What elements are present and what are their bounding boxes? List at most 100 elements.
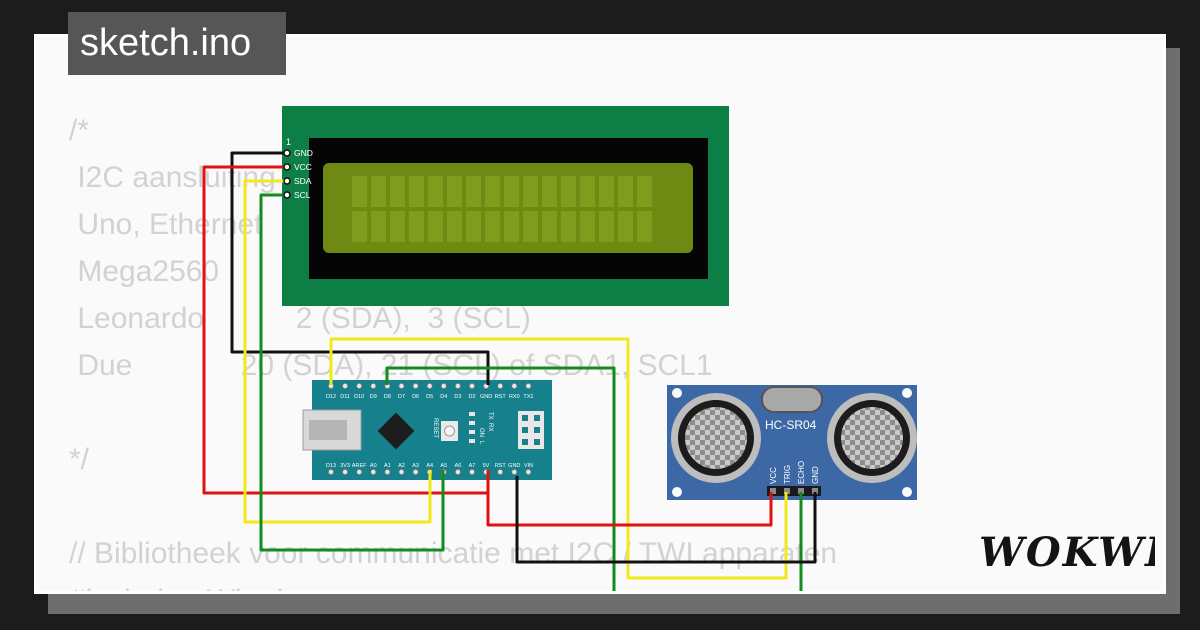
wires <box>202 151 817 620</box>
nano-pin-label: RST <box>495 394 507 400</box>
lcd-pin-label: SDA <box>294 176 312 186</box>
nano-pin[interactable] <box>356 382 363 389</box>
wire-sda-yellow[interactable] <box>243 179 432 524</box>
wire-echo-green[interactable] <box>385 366 616 620</box>
nano-pin[interactable] <box>356 468 363 475</box>
right-transducer <box>827 393 917 483</box>
microcontroller-chip <box>377 412 415 450</box>
nano-pin[interactable] <box>342 468 349 475</box>
sensor-pin-label: TRIG <box>783 465 792 484</box>
nano-pin-label: A6 <box>455 463 462 469</box>
wire-gnd-black-sensor[interactable] <box>515 476 817 564</box>
usb-port-inner <box>309 420 347 440</box>
icsp-header <box>518 411 544 449</box>
lcd-pin-index: 1 <box>286 137 291 147</box>
nano-pin-label: A7 <box>469 463 476 469</box>
nano-pin-label: D11 <box>340 394 350 400</box>
nano-pin[interactable] <box>384 468 391 475</box>
sensor-mount-holes <box>672 388 912 497</box>
nano-pin-label: D12 <box>326 394 336 400</box>
nano-leds <box>469 412 475 443</box>
reset-label: RESET <box>432 418 438 438</box>
nano-pin[interactable] <box>468 382 475 389</box>
nano-pin[interactable] <box>370 382 377 389</box>
code-line: Leonardo 2 (SDA), 3 (SCL) <box>69 302 531 335</box>
nano-pin[interactable] <box>468 468 475 475</box>
nano-pin-label: A3 <box>412 463 419 469</box>
file-tab[interactable]: sketch.ino <box>68 12 286 75</box>
nano-pin-label: A2 <box>398 463 405 469</box>
nano-pin-label: D6 <box>412 394 419 400</box>
nano-pin[interactable] <box>412 382 419 389</box>
nano-pin-label: RX0 <box>509 394 520 400</box>
sensor-pin-labels: VCC TRIG ECHO GND <box>769 461 820 484</box>
crystal-oscillator <box>761 386 823 413</box>
nano-pin-label: D2 <box>468 394 475 400</box>
nano-pin-label: D4 <box>440 394 447 400</box>
nano-pin[interactable] <box>342 382 349 389</box>
nano-pin-label: D8 <box>384 394 391 400</box>
nano-pin-label: 3V3 <box>340 463 350 469</box>
nano-pin[interactable] <box>398 468 405 475</box>
led-label: RX <box>487 423 493 431</box>
nano-pin[interactable] <box>497 468 504 475</box>
nano-pin[interactable] <box>440 382 447 389</box>
nano-pin[interactable] <box>327 468 334 475</box>
lcd-pin-label: VCC <box>294 162 312 172</box>
sensor-pin-label: GND <box>811 466 820 484</box>
nano-pin[interactable] <box>412 468 419 475</box>
nano-pin-label: D7 <box>398 394 405 400</box>
nano-pin[interactable] <box>511 468 518 475</box>
nano-pin-label: TX1 <box>523 394 533 400</box>
sensor-pin-label: VCC <box>769 467 778 484</box>
nano-pin[interactable] <box>454 382 461 389</box>
code-line: */ <box>69 443 90 476</box>
code-line: #include <Wire.h> <box>69 584 311 591</box>
wire-gnd-black[interactable] <box>230 151 490 385</box>
wire-trig-yellow[interactable] <box>329 337 788 580</box>
nano-pin[interactable] <box>426 382 433 389</box>
nano-pin-label: GND <box>508 463 520 469</box>
lcd-pin-label: SCL <box>294 190 311 200</box>
wire-scl-green[interactable] <box>259 193 445 552</box>
led-label: L <box>478 441 484 445</box>
led-label: TX <box>487 412 493 420</box>
nano-pin[interactable] <box>525 382 532 389</box>
wire-5v-red[interactable] <box>486 478 773 527</box>
nano-pin-label: D10 <box>354 394 364 400</box>
nano-pin[interactable] <box>454 468 461 475</box>
nano-pin-label: A5 <box>440 463 447 469</box>
nano-pin-label: A1 <box>384 463 391 469</box>
hc-sr04-sensor[interactable]: HC-SR04 VCC TRIG ECHO GND <box>667 385 917 500</box>
icsp-pins <box>522 415 540 445</box>
nano-pin[interactable] <box>398 382 405 389</box>
nano-pin[interactable] <box>525 468 532 475</box>
nano-pin-label: D13 <box>326 463 336 469</box>
wokwi-logo[interactable]: WOKWI <box>975 528 1155 578</box>
led-label: ON <box>478 428 484 437</box>
nano-pin-label: VIN <box>524 463 533 469</box>
nano-pin-label: GND <box>480 394 492 400</box>
sensor-name: HC-SR04 <box>765 418 817 432</box>
lcd-character-cells <box>352 176 652 242</box>
code-line: /* <box>69 114 90 147</box>
reset-button[interactable] <box>444 425 455 437</box>
lcd-pin-connectors <box>283 149 291 199</box>
nano-pin[interactable] <box>511 382 518 389</box>
code-line: Mega2560 <box>69 255 220 288</box>
lcd-display[interactable]: 1 GND VCC SDA SCL <box>282 106 729 306</box>
left-transducer <box>671 393 761 483</box>
nano-pin-label: RST <box>495 463 507 469</box>
nano-pin-label: D5 <box>426 394 433 400</box>
sensor-pin-label: ECHO <box>797 461 806 484</box>
nano-pin-label: A0 <box>370 463 377 469</box>
nano-pin[interactable] <box>497 382 504 389</box>
nano-pin[interactable] <box>370 468 377 475</box>
lcd-pin-label: GND <box>294 148 313 158</box>
logo-text: WOKWI <box>979 529 1155 576</box>
nano-pin-label: D9 <box>370 394 377 400</box>
nano-pin-label: AREF <box>352 463 367 469</box>
